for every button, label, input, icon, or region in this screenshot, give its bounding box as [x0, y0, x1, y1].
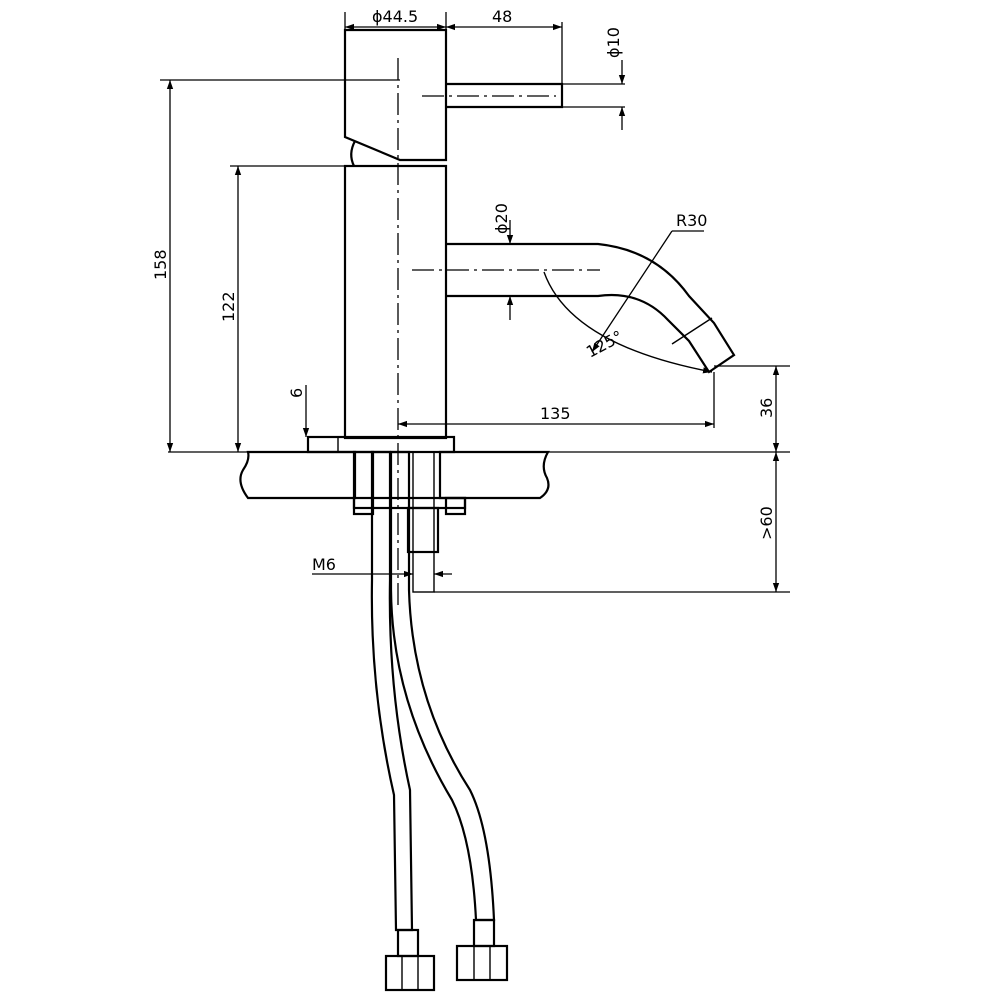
total-height-label: 158: [151, 249, 170, 280]
hose-left: [370, 450, 436, 992]
spout-reach-label: 135: [540, 404, 571, 423]
countertop: [168, 450, 790, 500]
center-lines: [397, 58, 600, 610]
base-thickness-label: 6: [287, 388, 306, 398]
faucet-body: [306, 164, 456, 454]
outlet-height-label: 36: [757, 398, 776, 418]
spout-diameter-label: ϕ20: [492, 203, 511, 234]
thread-label: M6: [312, 555, 336, 574]
hose-right: [389, 450, 509, 982]
lever: [446, 82, 625, 109]
lever-diameter-label: ϕ10: [604, 27, 623, 58]
spout: [446, 242, 736, 374]
bend-radius-label: R30: [676, 211, 707, 230]
dimension-lines: [160, 12, 790, 593]
lever-length-label: 48: [492, 7, 512, 26]
handle-cap: [343, 28, 448, 167]
bend-angle-label: 125°: [583, 327, 626, 362]
body-height-label: 122: [219, 291, 238, 322]
below-deck-label: >60: [757, 506, 776, 540]
body-diameter-label: ϕ44.5: [372, 7, 418, 26]
